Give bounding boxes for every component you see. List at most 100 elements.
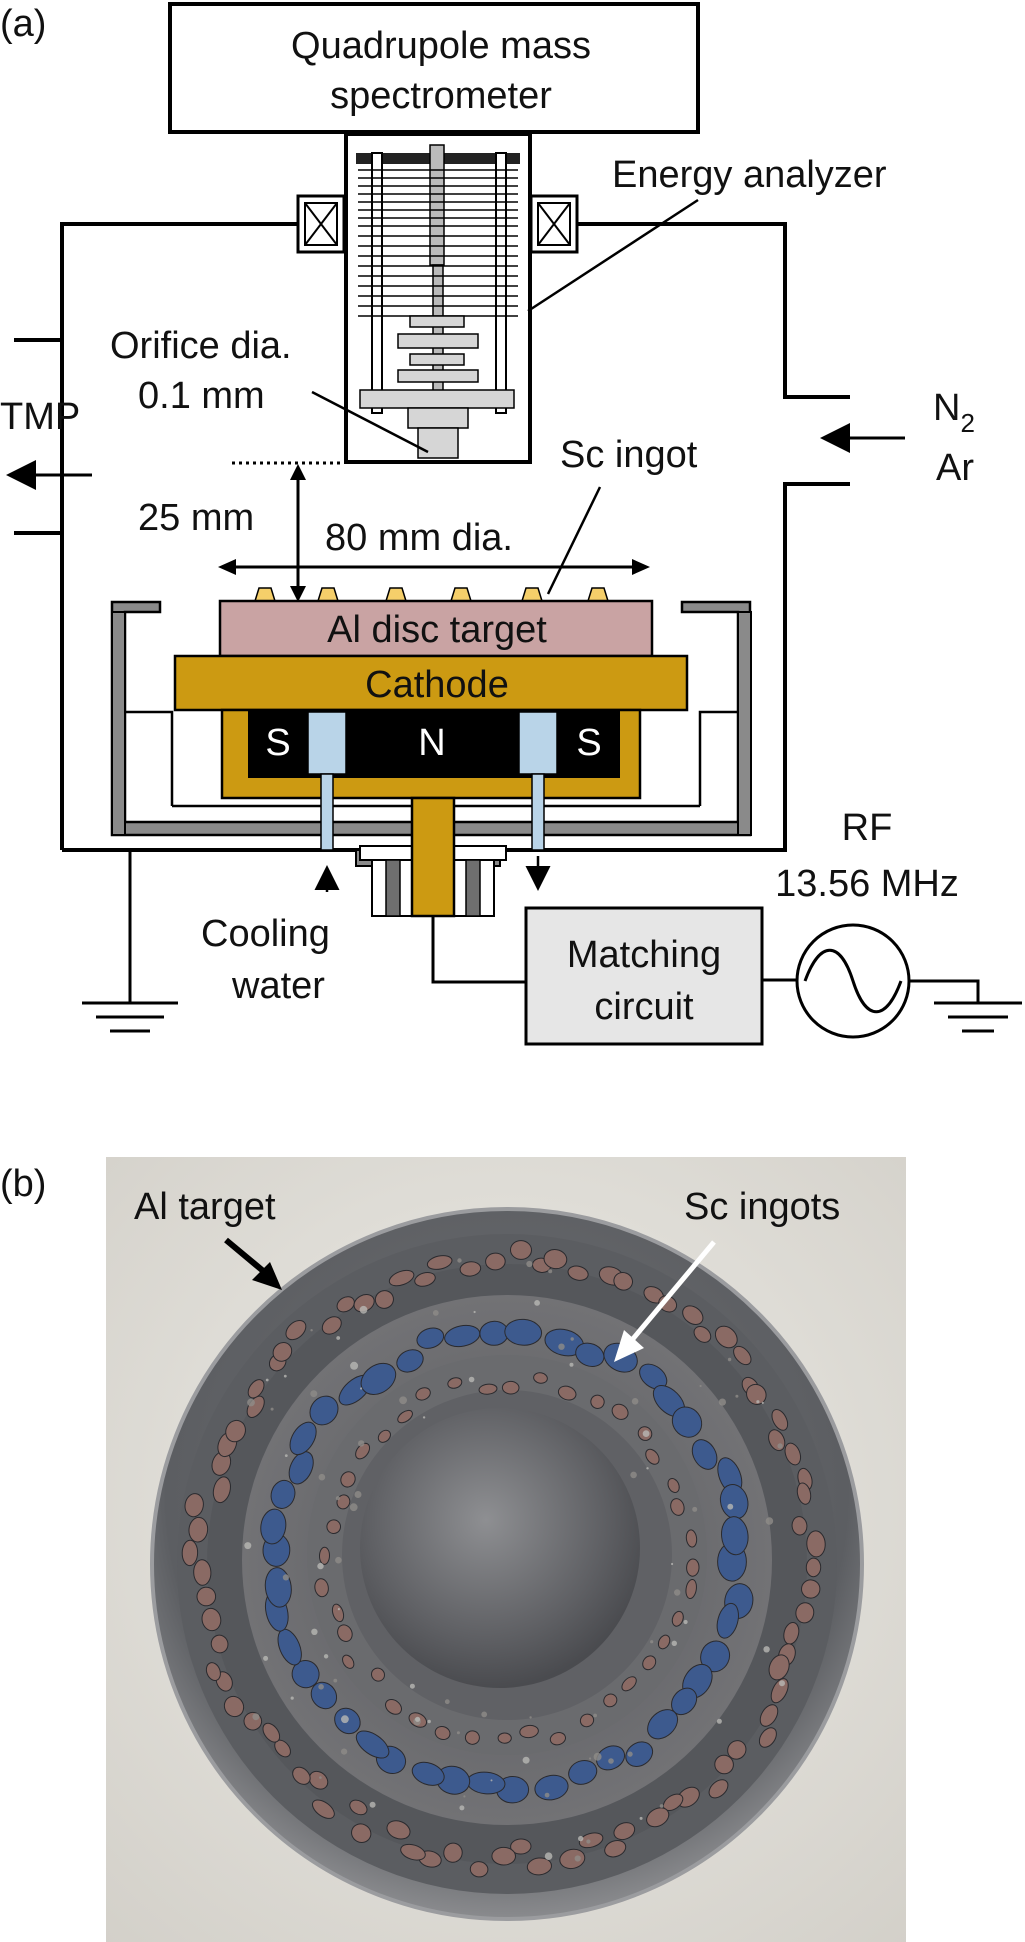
photo-ingot [613, 1271, 634, 1291]
photo-ingot [396, 1349, 424, 1373]
rf-wire-right [909, 979, 980, 1003]
deposit-speckle [354, 1491, 362, 1498]
photo-ingot [314, 1578, 329, 1598]
photo-ingot [193, 1559, 212, 1586]
photo-ingot [519, 1724, 539, 1739]
deposit-speckle [642, 1430, 650, 1437]
deposit-speckle [756, 1400, 760, 1404]
panel-b: (b) Al target Sc ingots [0, 1157, 906, 1942]
deposit-speckle [589, 1757, 592, 1760]
gas-n-symbol: N [933, 387, 960, 429]
deposit-speckle [765, 1517, 774, 1525]
photo-ingot [579, 1713, 595, 1728]
deposit-speckle [341, 1715, 349, 1724]
deposit-speckle [457, 1258, 462, 1263]
photo-ingot [716, 1602, 739, 1639]
sc-ingot-leader [546, 486, 602, 595]
deposit-speckle [333, 1678, 338, 1683]
photo-ingot [377, 1429, 391, 1443]
photo-ingot [225, 1419, 246, 1443]
deposit-speckle [534, 1300, 540, 1306]
magnet-s-left: S [265, 722, 290, 764]
sc-ingot-piece [384, 587, 408, 602]
photo-ingot [336, 1296, 355, 1313]
photo-ingot [733, 1345, 752, 1366]
al-target-arrow [224, 1237, 270, 1278]
deposit-speckle [558, 1343, 565, 1350]
photo-ingot [434, 1725, 451, 1741]
panel-a-label: (a) [0, 3, 46, 45]
deposit-speckle [526, 1260, 533, 1268]
photo-ingot [686, 1558, 700, 1577]
deposit-speckle [336, 1336, 341, 1340]
deposit-speckle [718, 1398, 727, 1406]
deposit-speckle [699, 1384, 702, 1388]
photo-ingot [411, 1761, 445, 1786]
diameter-arrowhead-right [632, 559, 650, 575]
energy-analyzer-probe [344, 132, 532, 464]
photo-ingot [443, 1842, 463, 1863]
photo-ingot [205, 1662, 221, 1682]
al-target-arrowhead [252, 1262, 282, 1290]
gas-n-subscript: 2 [960, 408, 974, 438]
photo-ingot [795, 1602, 815, 1624]
photo-ingot [791, 1516, 808, 1536]
photo-ingot [318, 1546, 331, 1565]
energy-analyzer-leader [527, 198, 699, 313]
deposit-speckle [337, 1608, 340, 1611]
photo-ingot [645, 1448, 660, 1465]
deposit-speckle [335, 1556, 342, 1564]
photo-ingot [613, 1822, 636, 1841]
al-target-label: Al target [134, 1186, 276, 1228]
deposit-speckle [318, 1684, 324, 1690]
deposit-speckle [627, 1751, 633, 1757]
photo-ingot [397, 1409, 413, 1424]
chamber-wall-left [60, 222, 298, 850]
photo-ingot [374, 1290, 394, 1309]
deposit-speckle [341, 1748, 348, 1755]
deposit-speckle [247, 1398, 255, 1407]
deposit-speckle [671, 1562, 674, 1566]
photo-ingot [758, 1727, 777, 1748]
photo-ingot [388, 1269, 415, 1287]
photo-ingot [549, 1732, 566, 1746]
photo-ingot [806, 1530, 826, 1558]
photo-ingot [768, 1654, 790, 1681]
cooling-pipe-out [531, 773, 545, 851]
photo-ingot [510, 1838, 532, 1855]
photo-ingot [385, 1699, 402, 1715]
photo-ingot [342, 1654, 355, 1669]
deposit-speckle [399, 1396, 407, 1405]
photo-ingot [310, 1681, 338, 1710]
photo-ingot [321, 1316, 342, 1335]
photo-ingot [223, 1695, 245, 1718]
photo-ingot [212, 1476, 231, 1504]
photo-ingot [386, 1820, 411, 1840]
deposit-speckle [459, 1805, 465, 1811]
cathode-stem [410, 796, 456, 918]
deposit-speckle [544, 1852, 553, 1860]
photo-ingot [353, 1294, 375, 1313]
photo-ingot [647, 1709, 679, 1740]
sc-ingot-piece [449, 587, 473, 602]
panel-b-label: (b) [0, 1163, 46, 1205]
photo-ingot [801, 1579, 821, 1599]
photo-ingot [685, 1578, 697, 1600]
deposit-speckle [639, 1816, 643, 1820]
deposit-speckle [283, 1374, 287, 1378]
deposit-speckle [422, 1416, 426, 1419]
photo-ingot [759, 1704, 779, 1727]
deposit-speckle [244, 1542, 252, 1550]
flange-left [296, 194, 346, 254]
energy-analyzer-label: Energy analyzer [612, 154, 887, 196]
deposit-speckle [671, 1640, 677, 1647]
deposit-speckle [360, 1387, 363, 1390]
ground-symbol-right [934, 1001, 1022, 1033]
photo-ingot [771, 1409, 789, 1431]
photo-ingot [184, 1493, 204, 1518]
deposit-speckle [284, 1454, 288, 1457]
sine-wave-icon [803, 949, 903, 1013]
photo-al-target [150, 1207, 864, 1921]
rf-label-line2: 13.56 MHz [775, 863, 959, 905]
photo-ingot [559, 1848, 586, 1870]
